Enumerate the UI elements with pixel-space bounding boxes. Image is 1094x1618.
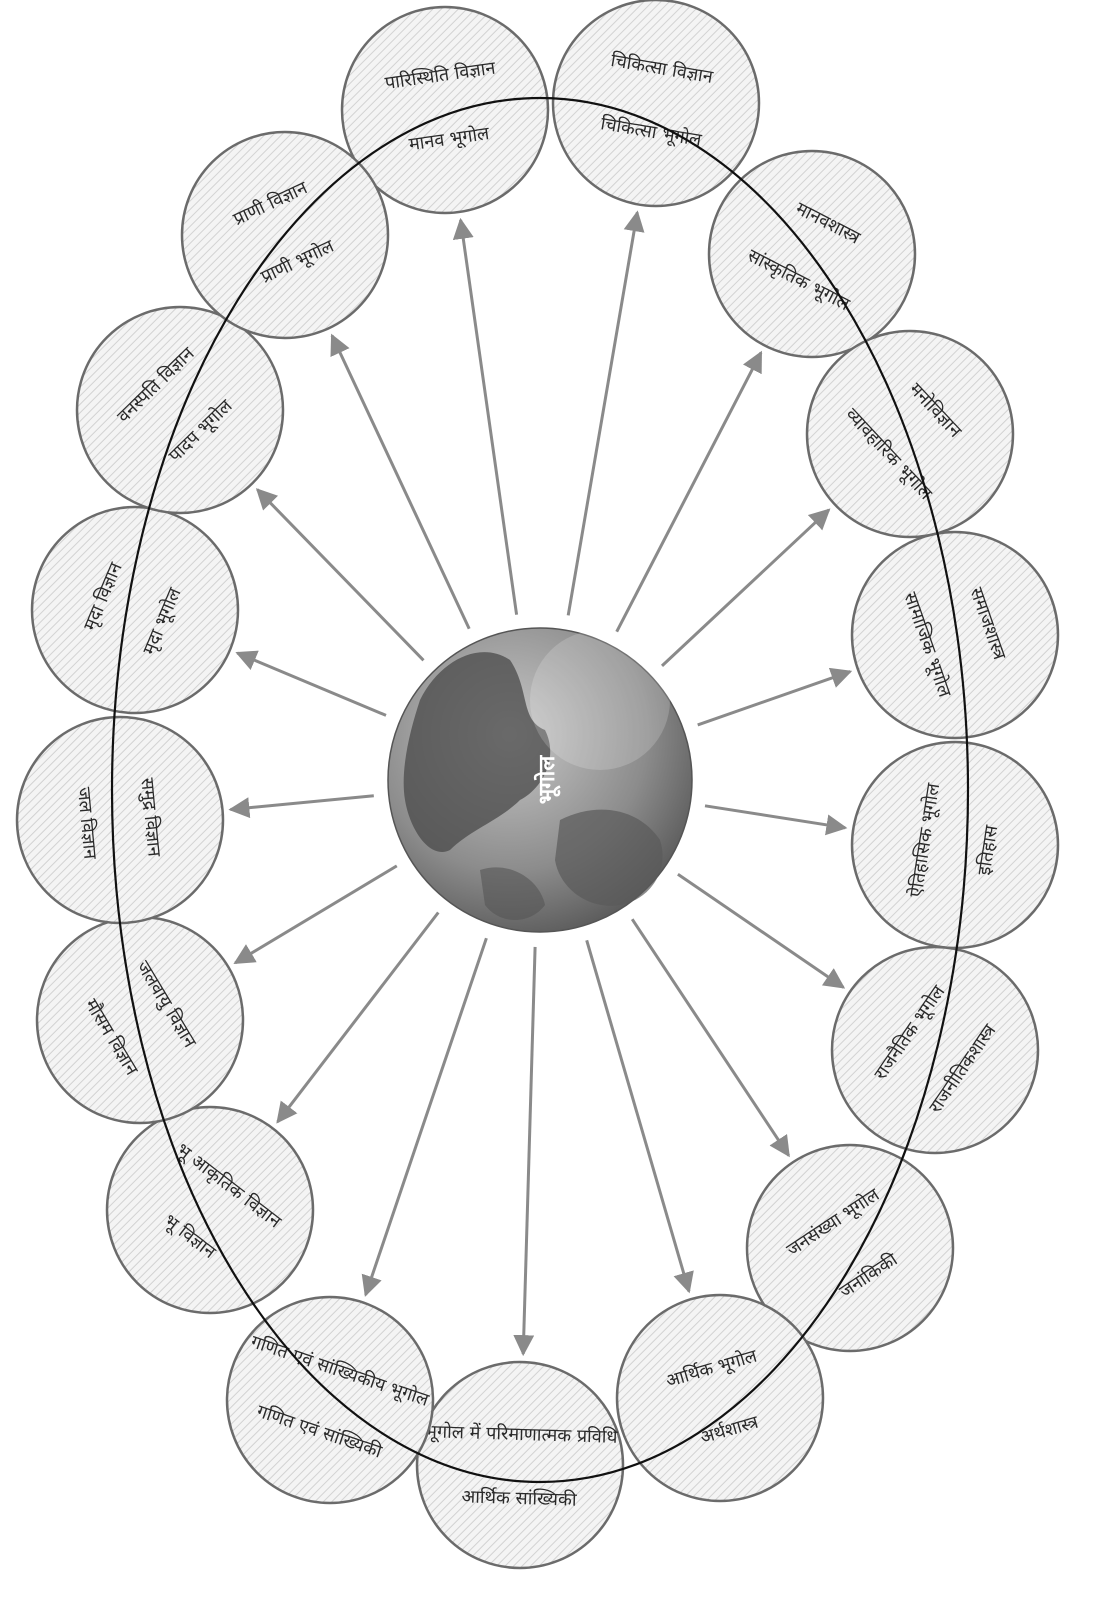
arrow-to-politics <box>678 874 844 987</box>
node-history: इतिहासऐतिहासिक भूगोल <box>852 742 1058 948</box>
arrow-to-sociology <box>698 672 851 725</box>
node-circle-sociology <box>852 532 1058 738</box>
node-geology: भू विज्ञानभू आकृतिक विज्ञान <box>107 1107 313 1313</box>
node-sociology: समाजशास्त्रसामाजिक भूगोल <box>852 532 1058 738</box>
node-mathematics: गणित एवं सांख्यिकीगणित एवं सांख्यिकीय भू… <box>227 1297 433 1503</box>
arrow-to-medicine <box>568 212 637 615</box>
node-circle-economics <box>617 1295 823 1501</box>
arrow-to-economics <box>587 940 689 1291</box>
node-circle-geology <box>107 1107 313 1313</box>
node-circle-medicine <box>553 0 759 206</box>
node-economics: अर्थशास्त्रआर्थिक भूगोल <box>617 1295 823 1501</box>
arrow-to-statistics <box>523 947 535 1354</box>
arrow-to-geology <box>278 913 439 1122</box>
node-botany: वनस्पति विज्ञानपादप भूगोल <box>77 307 283 513</box>
arrow-to-climatology <box>235 866 397 963</box>
node-psychology: मनोविज्ञानव्यावहारिक भूगोल <box>807 331 1013 537</box>
arrow-to-ecology <box>461 220 517 615</box>
node-circle-botany <box>77 307 283 513</box>
node-medicine: चिकित्सा विज्ञानचिकित्सा भूगोल <box>553 0 759 206</box>
arrow-to-soil <box>237 653 386 715</box>
arrow-to-demography <box>632 919 789 1155</box>
node-circle-hydrology <box>17 717 223 923</box>
node-circle-psychology <box>807 331 1013 537</box>
arrow-to-zoology <box>332 336 469 629</box>
arrow-to-mathematics <box>366 938 487 1295</box>
node-circle-soil <box>32 507 238 713</box>
node-circle-politics <box>832 947 1038 1153</box>
arrow-to-history <box>705 806 845 828</box>
arrow-to-anthropology <box>617 353 761 632</box>
globe-highlight <box>530 630 670 770</box>
node-circle-history <box>852 742 1058 948</box>
node-circle-climatology <box>37 917 243 1123</box>
center-label: भूगोल <box>533 755 561 805</box>
arrow-to-hydrology <box>231 796 374 810</box>
globe: भूगोल <box>388 628 692 932</box>
arrow-to-psychology <box>662 510 829 666</box>
outer-label-statistics: आर्थिक सांख्यिकी <box>461 1485 577 1510</box>
node-politics: राजनीतिकशास्त्रराजनैतिक भूगोल <box>832 947 1038 1153</box>
arrow-to-botany <box>257 490 423 661</box>
